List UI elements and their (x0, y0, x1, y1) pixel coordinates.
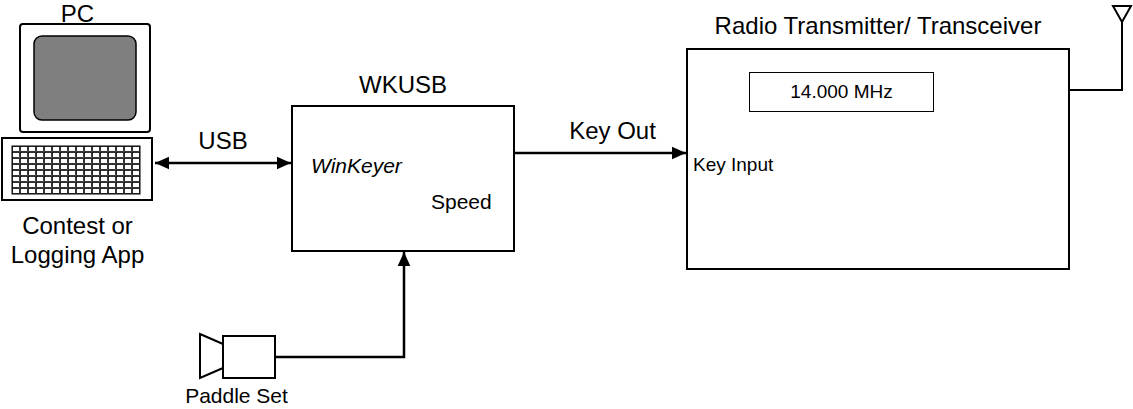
node-heading: WKUSB (359, 71, 447, 100)
app-label: Contest or Logging App (0, 212, 168, 270)
connector-arrow (155, 162, 291, 165)
pc-illustration (2, 24, 152, 200)
paddle-node: Paddle Set (198, 330, 275, 382)
radio-box: 14.000 MHzRadio Transmitter/ Transceiver… (686, 48, 1070, 270)
node-heading: Paddle Set (185, 383, 288, 408)
connector-label: Key Out (567, 117, 658, 146)
frequency-value: 14.000 MHz (750, 73, 933, 111)
node-heading: PC (61, 0, 94, 29)
device-label: WinKeyer (311, 153, 402, 178)
port-label: Key Input (693, 154, 773, 177)
keyer-box: WKUSBWinKeyerSpeed (291, 105, 515, 252)
connector-arrow (515, 152, 686, 155)
node-heading: Radio Transmitter/ Transceiver (715, 12, 1042, 41)
antenna (1070, 6, 1131, 90)
paddle-illustration (200, 334, 275, 378)
pc-node: PCContest or Logging App (0, 0, 155, 276)
connector-label: USB (196, 127, 249, 156)
frequency-display: 14.000 MHz (749, 72, 934, 112)
knob-label: Speed (431, 189, 492, 214)
connector-arrow (275, 252, 404, 357)
